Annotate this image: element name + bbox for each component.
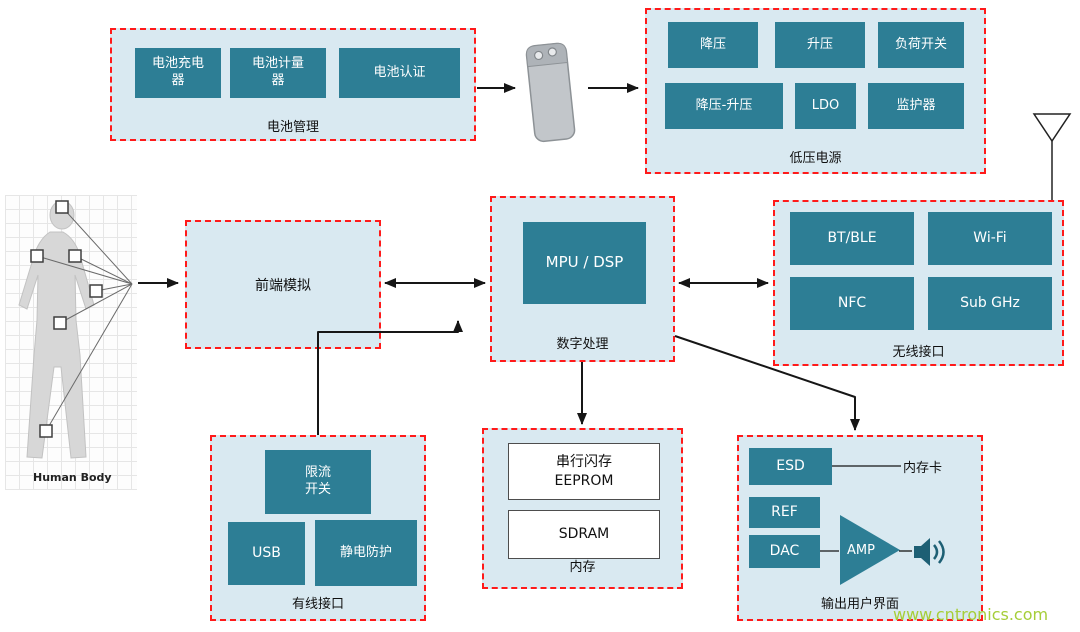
panel-memory: 串行闪存 EEPROM SDRAM 内存 [482,428,683,589]
panel-wireless-interface: BT/BLE Wi-Fi NFC Sub GHz 无线接口 [773,200,1064,366]
chip-ref: REF [749,497,820,528]
panel-battery-management: 电池充电 器 电池计量 器 电池认证 电池管理 [110,28,476,141]
caption-low-voltage-power: 低压电源 [789,151,842,166]
chip-wifi: Wi-Fi [928,212,1052,265]
panel-output-user-interface: ESD REF DAC AMP 内存卡 输出用户界面 [737,435,983,621]
panel-digital-processing: MPU / DSP 数字处理 [490,196,675,362]
panel-low-voltage-power: 降压 升压 负荷开关 降压-升压 LDO 监护器 低压电源 [645,8,986,174]
caption-wired-interface: 有线接口 [291,597,344,612]
module-serial-flash-eeprom: 串行闪存 EEPROM [508,443,660,500]
speaker-icon [914,538,945,566]
chip-ldo: LDO [795,83,856,129]
amp-triangle: AMP [840,515,900,585]
battery-icon [525,42,576,143]
chip-sub-ghz: Sub GHz [928,277,1052,330]
sensor-nodes [30,200,103,438]
chip-dac: DAC [749,535,820,568]
chip-esd-protection: 静电防护 [315,520,417,586]
analog-front-end-label: 前端模拟 [255,277,311,294]
chip-supervisor: 监护器 [868,83,964,129]
chip-nfc: NFC [790,277,914,330]
watermark: www.cntronics.com [893,605,1049,624]
body-silhouette [18,231,95,459]
panel-wired-interface: 限流 开关 USB 静电防护 有线接口 [210,435,426,621]
chip-bt-ble: BT/BLE [790,212,914,265]
caption-battery-management: 电池管理 [266,120,319,135]
chip-buck: 降压 [668,22,758,68]
chip-usb: USB [228,522,305,585]
chip-boost: 升压 [775,22,865,68]
antenna-icon [1032,113,1072,200]
panel-analog-front-end: 前端模拟 [185,220,381,349]
chip-esd: ESD [749,448,832,485]
human-body-panel: Human Body [5,195,137,490]
chip-current-limit-switch: 限流 开关 [265,450,371,514]
memory-card-label: 内存卡 [903,461,943,476]
human-body-figure [18,200,133,459]
chip-battery-authentication: 电池认证 [339,48,460,98]
chip-battery-gauge: 电池计量 器 [230,48,326,98]
module-sdram: SDRAM [508,510,660,559]
caption-wireless-interface: 无线接口 [892,345,945,360]
chip-mpu-dsp: MPU / DSP [523,222,646,304]
human-body-label: Human Body [33,471,112,484]
chip-load-switch: 负荷开关 [878,22,964,68]
caption-output-user-interface: 输出用户界面 [820,597,899,612]
chip-battery-charger: 电池充电 器 [135,48,221,98]
chip-buck-boost: 降压-升压 [665,83,783,129]
caption-digital-processing: 数字处理 [556,337,609,352]
caption-memory: 内存 [569,560,596,575]
